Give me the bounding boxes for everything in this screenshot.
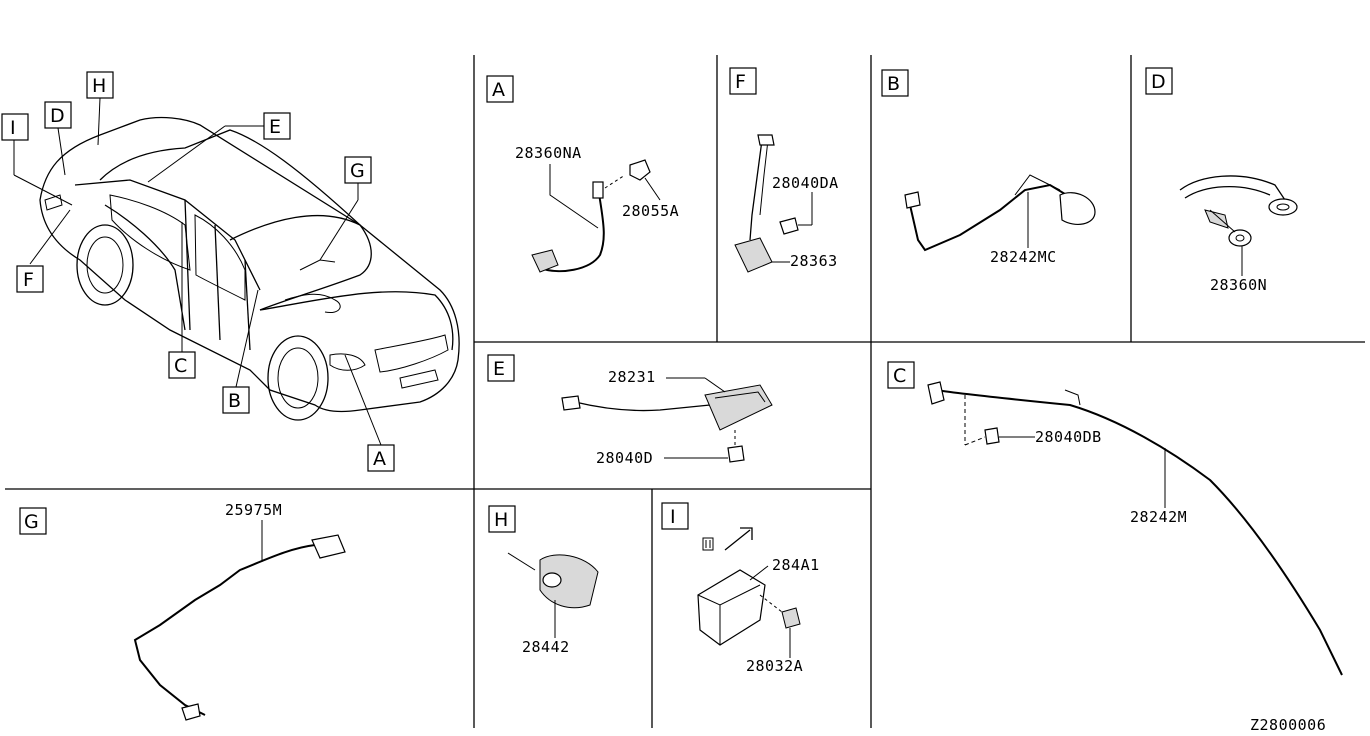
svg-text:H: H: [494, 509, 508, 531]
svg-text:F: F: [735, 71, 746, 93]
panel-dividers: [5, 55, 1365, 728]
callout-I: I: [1, 113, 29, 141]
svg-text:D: D: [1151, 71, 1166, 93]
svg-text:28242M: 28242M: [1130, 508, 1187, 526]
svg-text:28040D: 28040D: [596, 449, 653, 467]
svg-text:E: E: [493, 358, 505, 380]
panel-E: E 28231 28040D: [487, 354, 773, 467]
callout-C: C: [168, 351, 196, 379]
diagram-code: Z2800006: [1250, 716, 1326, 734]
panel-H: H 28442: [488, 505, 599, 656]
callout-H: H: [86, 71, 114, 99]
panel-D: D 28360N: [1145, 67, 1298, 294]
svg-text:25975M: 25975M: [225, 501, 282, 519]
svg-text:284A1: 284A1: [772, 556, 820, 574]
svg-text:A: A: [492, 79, 505, 101]
svg-text:C: C: [174, 355, 187, 377]
svg-text:G: G: [350, 160, 365, 182]
panel-B: B 28242MC: [881, 69, 1096, 266]
callout-B: B: [222, 386, 250, 414]
svg-text:F: F: [23, 269, 34, 291]
svg-text:28242MC: 28242MC: [990, 248, 1057, 266]
panel-I: I 284A1 28032A: [661, 502, 820, 675]
svg-text:A: A: [373, 448, 386, 470]
callout-E: E: [263, 112, 291, 140]
car-illustration: [39, 116, 460, 421]
svg-text:C: C: [893, 365, 906, 387]
svg-text:28055A: 28055A: [622, 202, 679, 220]
svg-text:28040DA: 28040DA: [772, 174, 839, 192]
svg-text:B: B: [887, 73, 900, 95]
car-callout-leaders: [13, 97, 382, 446]
panel-C: C 28040DB 28242M: [887, 361, 1343, 676]
svg-text:D: D: [50, 105, 65, 127]
svg-text:28231: 28231: [608, 368, 656, 386]
callout-G: G: [344, 156, 372, 184]
callout-D: D: [44, 101, 72, 129]
svg-text:28032A: 28032A: [746, 657, 803, 675]
svg-text:28040DB: 28040DB: [1035, 428, 1102, 446]
panel-G: G 25975M: [19, 501, 346, 721]
svg-text:I: I: [10, 117, 16, 139]
svg-text:E: E: [269, 116, 281, 138]
panel-F: F 28040DA 28363: [729, 67, 839, 273]
svg-text:H: H: [92, 75, 106, 97]
svg-text:28360NA: 28360NA: [515, 144, 582, 162]
svg-text:28442: 28442: [522, 638, 570, 656]
svg-text:G: G: [24, 511, 39, 533]
svg-text:B: B: [228, 390, 241, 412]
svg-text:28363: 28363: [790, 252, 838, 270]
callout-A: A: [367, 444, 395, 472]
svg-text:28360N: 28360N: [1210, 276, 1267, 294]
svg-text:I: I: [670, 506, 676, 528]
callout-F: F: [16, 265, 44, 293]
panel-A: A 28360NA 28055A: [486, 75, 679, 273]
front-arrow-icon: [702, 527, 753, 551]
